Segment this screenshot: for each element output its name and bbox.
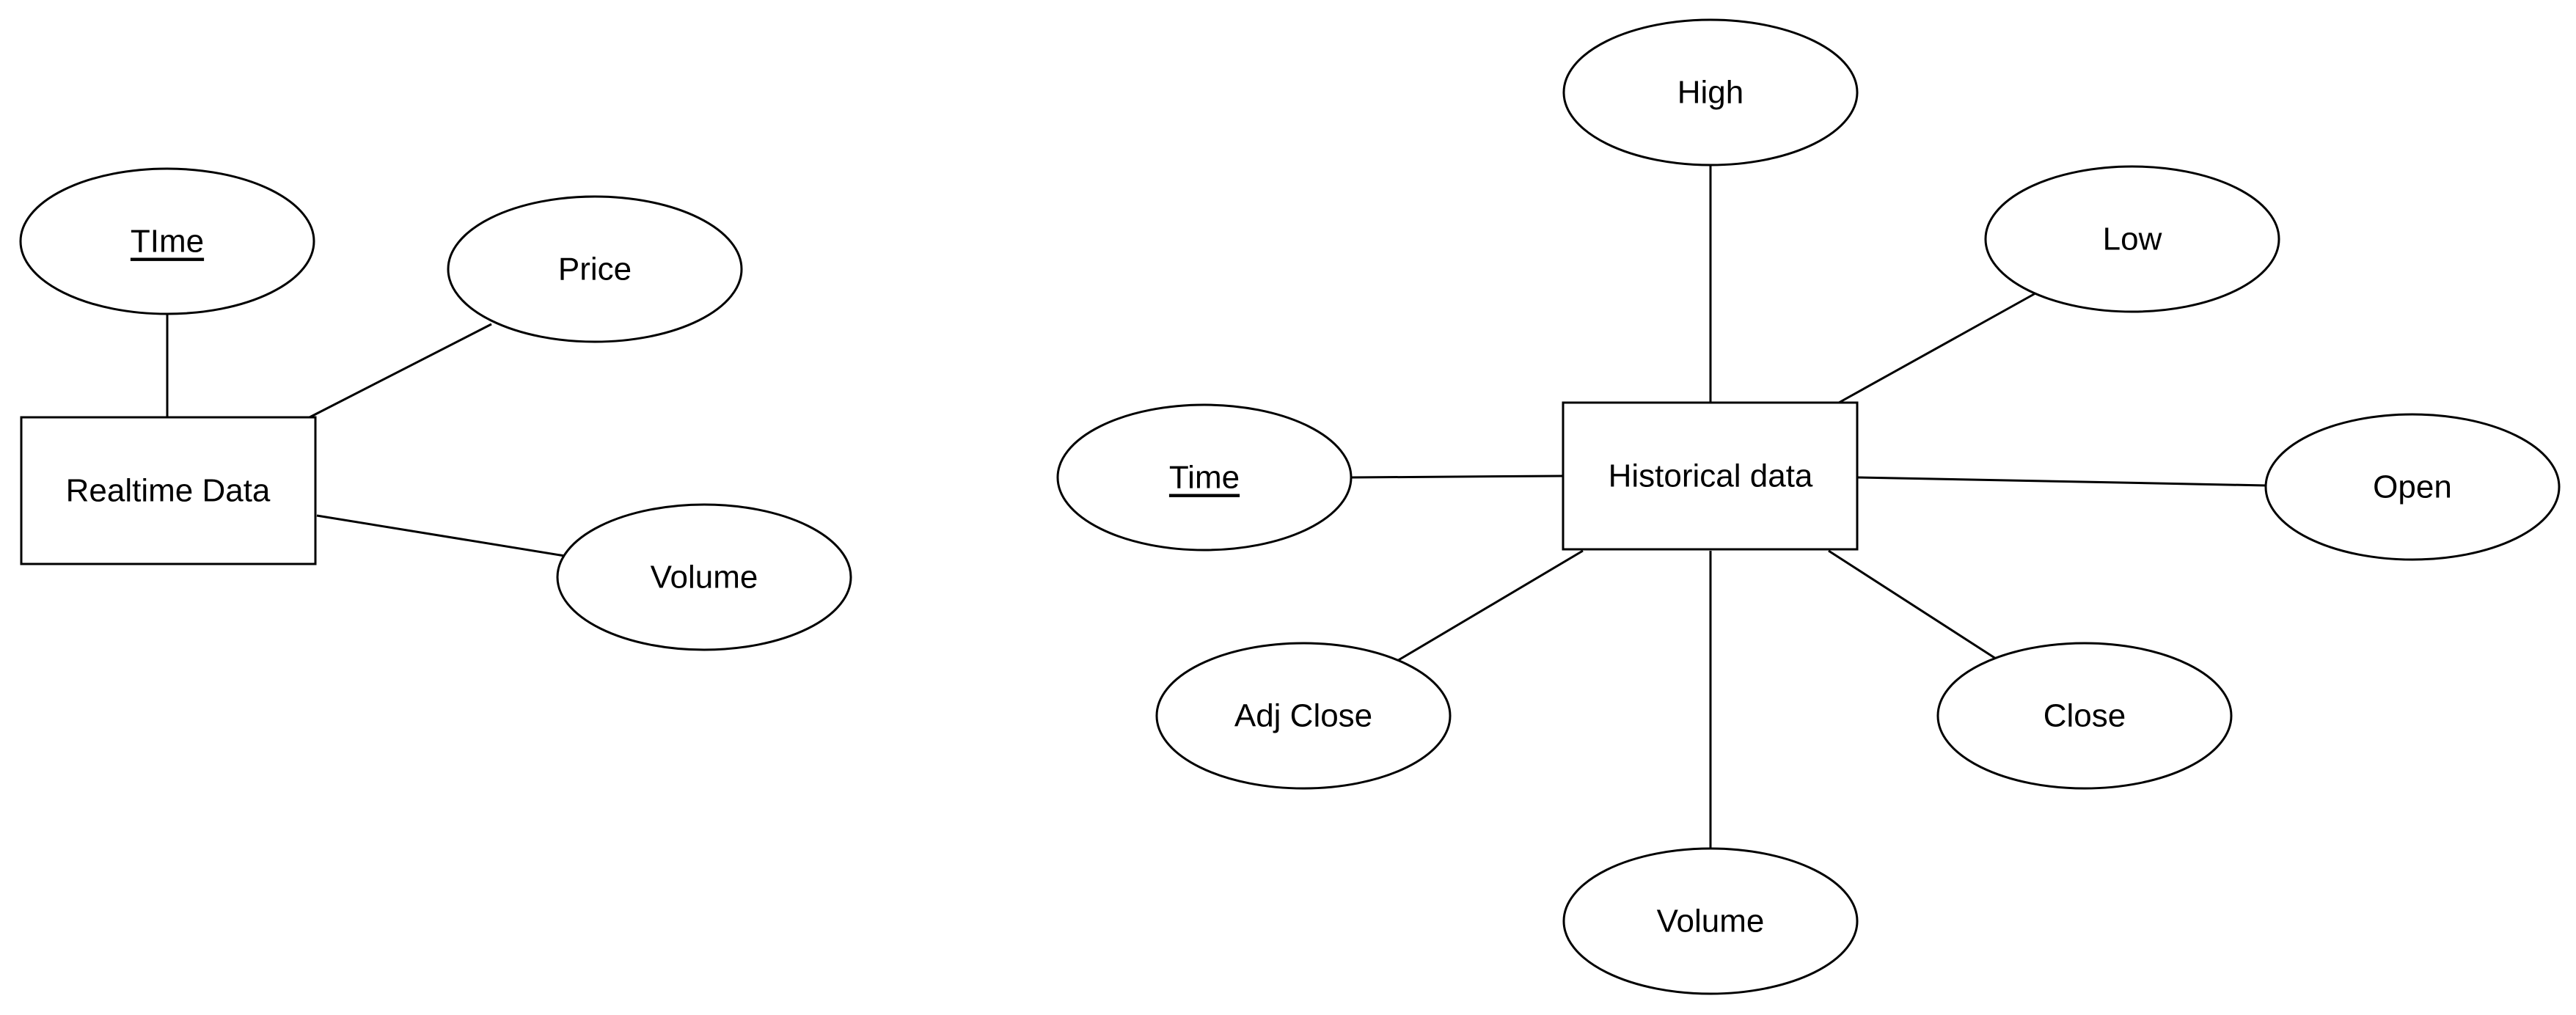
attribute-realtime-volume-label: Volume: [651, 560, 758, 596]
attribute-historical-volume[interactable]: Volume: [1562, 847, 1859, 995]
attribute-historical-close-label: Close: [2043, 698, 2126, 734]
entity-realtime-data-label: Realtime Data: [66, 473, 271, 509]
edge-realtime-volume: [316, 514, 566, 557]
edge-historical-open: [1857, 476, 2267, 487]
edge-historical-close: [1828, 549, 1997, 660]
attribute-historical-time[interactable]: Time: [1056, 403, 1353, 552]
entity-historical-data-label: Historical data: [1609, 458, 1813, 494]
attribute-historical-low-label: Low: [2103, 221, 2162, 257]
attribute-historical-high[interactable]: High: [1562, 18, 1859, 166]
attribute-realtime-time-label: TIme: [131, 224, 204, 260]
attribute-realtime-time[interactable]: TIme: [19, 167, 315, 315]
edge-historical-adj-close: [1397, 549, 1584, 662]
edge-historical-time: [1350, 474, 1564, 479]
attribute-historical-volume-label: Volume: [1657, 904, 1765, 939]
attribute-historical-open-label: Open: [2373, 469, 2452, 505]
attribute-historical-time-label: Time: [1169, 460, 1240, 496]
attribute-historical-open[interactable]: Open: [2264, 413, 2561, 561]
attribute-realtime-price[interactable]: Price: [447, 195, 743, 343]
attribute-historical-adj-close[interactable]: Adj Close: [1155, 642, 1452, 790]
attribute-realtime-price-label: Price: [558, 252, 632, 287]
entity-realtime-data[interactable]: Realtime Data: [20, 416, 317, 565]
attribute-realtime-volume[interactable]: Volume: [556, 503, 852, 651]
attribute-historical-low[interactable]: Low: [1984, 165, 2280, 313]
attribute-historical-close[interactable]: Close: [1936, 642, 2233, 790]
attribute-historical-high-label: High: [1677, 75, 1744, 111]
edge-historical-low: [1838, 292, 2036, 404]
edge-realtime-price: [309, 323, 492, 419]
attribute-historical-adj-close-label: Adj Close: [1234, 698, 1372, 734]
entity-historical-data[interactable]: Historical data: [1562, 401, 1859, 551]
